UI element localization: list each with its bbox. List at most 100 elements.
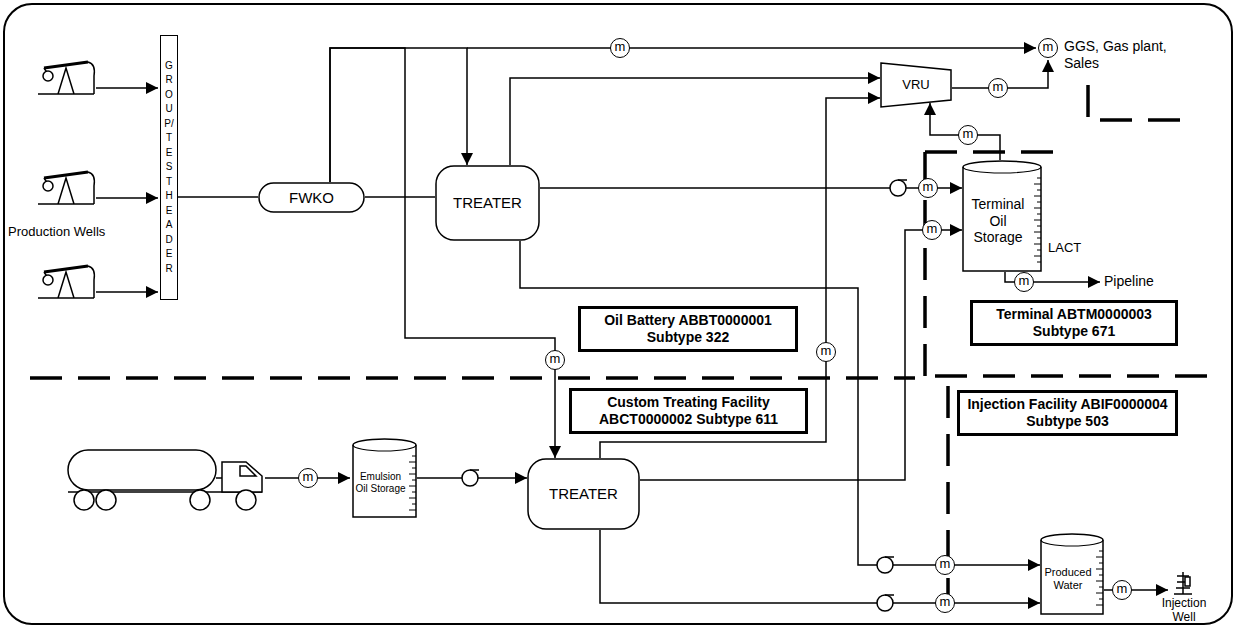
lact-label: LACT [1048, 240, 1081, 256]
drawing-part [412, 504, 416, 505]
meter-symbol: m [1038, 38, 1058, 58]
node-text: TREATER [441, 194, 534, 212]
node-text: Produced Water [1042, 566, 1094, 592]
drawing-part [462, 470, 478, 486]
drawing-part [877, 595, 893, 611]
flow-connector [330, 48, 467, 182]
facility-boundary [30, 85, 1210, 615]
drawing-part [1100, 118, 1185, 122]
drawing-part [890, 180, 906, 196]
drawing-part [1099, 587, 1103, 588]
outer-border [4, 4, 1232, 624]
drawing-part [881, 63, 951, 107]
flow-connector [178, 196, 258, 198]
storage-tank: Emulsion Oil Storage [352, 438, 417, 518]
drawing-part [43, 181, 53, 191]
drawing-part [1034, 208, 1041, 209]
group-header: GROUP/TEST HEADER [160, 35, 178, 300]
drawing-part [409, 486, 416, 487]
drawing-part [1037, 226, 1041, 227]
tank-truck [68, 450, 262, 510]
node-text-group: Terminal ABTM0000003 Subtype 671 [979, 306, 1169, 340]
facility-label: Oil Battery ABBT0000001 Subtype 322 [578, 306, 798, 352]
meter-symbol: m [545, 350, 565, 370]
drawing-part [216, 477, 222, 479]
node-text: FWKO [264, 189, 359, 207]
drawing-part [38, 172, 94, 204]
drawing-part [1096, 605, 1103, 606]
meter-symbol: m [988, 78, 1008, 98]
wellhead-symbol [1174, 572, 1192, 594]
drawing-part [1086, 85, 1090, 118]
drawing-part [963, 161, 1041, 271]
meter-symbol: m [918, 178, 938, 198]
drawing-part [935, 374, 1210, 378]
drawing-part [877, 557, 894, 573]
facility-label: Custom Treating Facility ABCT0000002 Sub… [569, 388, 808, 434]
drawing-part [1185, 577, 1190, 586]
drawing-part [1034, 244, 1041, 245]
pumpjack-icon [38, 62, 94, 298]
drawing-part [1174, 572, 1192, 594]
drawing-part [38, 266, 94, 298]
drawing-part [259, 183, 364, 212]
node-text-group: Custom Treating Facility ABCT0000002 Sub… [578, 394, 799, 428]
drawing-part [1099, 599, 1103, 600]
wells-label: Production Wells [8, 224, 118, 240]
treater-vessel: TREATER [527, 458, 640, 530]
drawing-part [178, 48, 1040, 603]
drawing-part [409, 474, 416, 475]
facility-label: Terminal ABTM0000003 Subtype 671 [970, 300, 1178, 346]
meter-symbol: m [816, 342, 836, 362]
node-text-group: Injection Facility ABIF0000004 Subtype 5… [966, 396, 1169, 430]
drawing-part [68, 450, 216, 490]
drawing-part [96, 291, 158, 293]
node-text: Terminal Oil Storage [964, 196, 1032, 246]
flow-line [96, 48, 1168, 590]
flow-connector [640, 230, 962, 480]
drawing-part [1037, 238, 1041, 239]
drawing-part [1034, 220, 1041, 221]
drawing-part [38, 266, 94, 298]
meter-symbol: m [922, 220, 942, 240]
drawing-part [38, 62, 94, 94]
drawing-part [1041, 534, 1103, 614]
node-text-group: TREATER [441, 194, 534, 212]
drawing-part [44, 62, 88, 68]
drawing-part [409, 498, 416, 499]
drawing-part [885, 556, 894, 558]
drawing-part [877, 595, 894, 611]
drawing-part [528, 459, 639, 529]
drawing-part [30, 376, 915, 380]
drawing-part [470, 469, 479, 471]
storage-tank: Terminal Oil Storage [962, 160, 1042, 272]
flow-connector [510, 78, 880, 165]
meter-symbol: m [298, 468, 318, 488]
drawing-part [412, 468, 416, 469]
node-text: Injection Facility ABIF0000004 Subtype 5… [966, 396, 1169, 430]
node-text: Oil Battery ABBT0000001 Subtype 322 [587, 312, 789, 346]
node-text: VRU [886, 77, 946, 93]
drawing-part [38, 62, 94, 94]
drawing-part [240, 466, 256, 476]
meter-symbol: m [1014, 272, 1034, 292]
node-text-group: Produced Water [1042, 566, 1094, 592]
flow-connector [330, 48, 555, 458]
drawing-part [412, 456, 416, 457]
drawing-part [1096, 593, 1103, 594]
drawing-part [462, 470, 479, 486]
drawing-part [409, 462, 416, 463]
node-text-group: VRU [886, 77, 946, 93]
well-label: Injection Well [1150, 596, 1218, 625]
drawing-part [1037, 202, 1041, 203]
drawing-part [96, 197, 158, 199]
drawing-part [1096, 557, 1103, 558]
meter-symbol: m [1112, 580, 1132, 600]
drawing-part [96, 87, 158, 89]
destination-label: Pipeline [1104, 273, 1154, 290]
drawing-part [877, 557, 893, 573]
drawing-part [43, 275, 53, 285]
drawing-part [1099, 563, 1103, 564]
node-text: Custom Treating Facility ABCT0000002 Sub… [578, 394, 799, 428]
